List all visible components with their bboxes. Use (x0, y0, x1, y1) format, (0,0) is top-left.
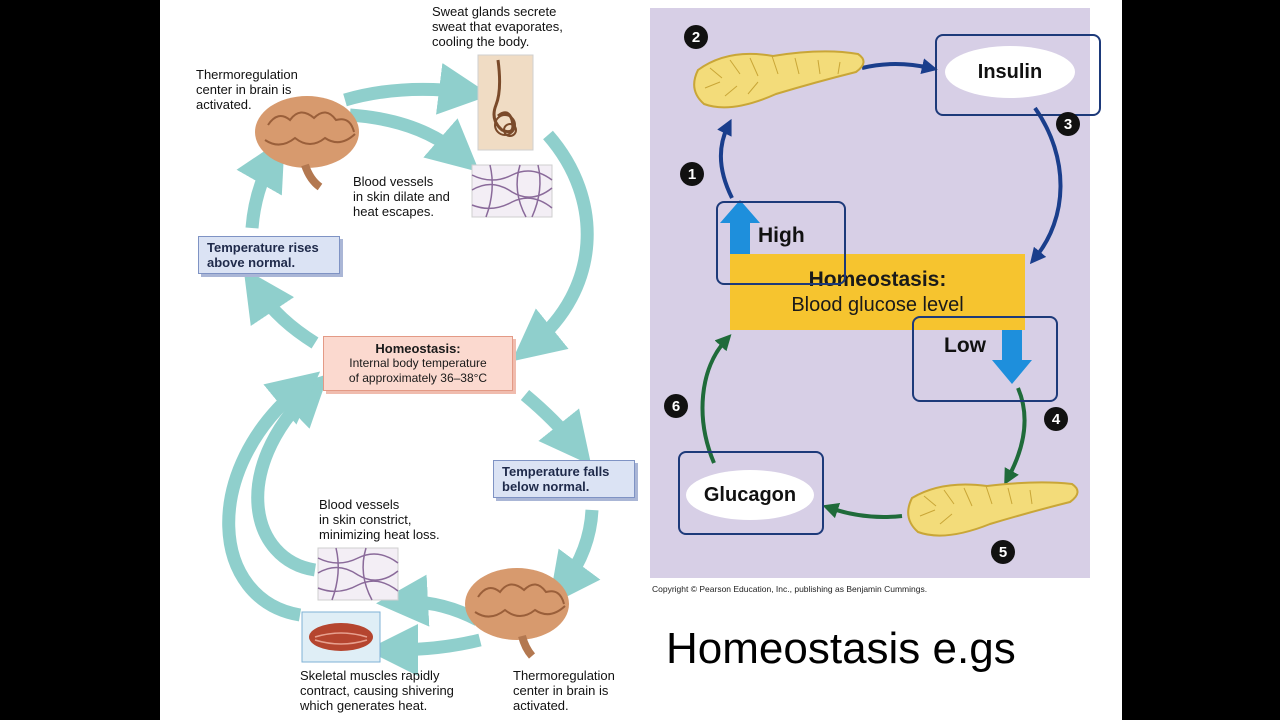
thermo-homeostasis-body: Internal body temperature of approximate… (348, 356, 488, 385)
slide: Sweat glands secrete sweat that evaporat… (160, 0, 1122, 720)
arrow-homeo-to-rises (243, 268, 319, 349)
muscle-image (301, 611, 381, 663)
glucose-panel: Homeostasis: Blood glucose level High Lo… (650, 8, 1101, 578)
step-3-badge: 3 (1056, 112, 1080, 136)
low-outline (912, 316, 1058, 402)
arrow-pancreas-to-glucagon (822, 503, 903, 519)
vessels-dilate-image (471, 164, 553, 218)
arrow-muscle-to-homeo (222, 371, 321, 622)
brain-top-label: Thermoregulation center in brain is acti… (196, 67, 298, 112)
high-outline (716, 201, 846, 285)
brain-top-image (255, 96, 359, 191)
thermo-homeostasis-box: Homeostasis: Internal body temperature o… (323, 336, 513, 391)
shivering-label: Skeletal muscles rapidly contract, causi… (300, 668, 454, 713)
thermo-homeostasis-title: Homeostasis: (375, 341, 461, 356)
sweat-gland-image (477, 54, 534, 151)
slide-caption: Homeostasis e.gs (666, 624, 1016, 673)
step-5-badge: 5 (991, 540, 1015, 564)
brain-bottom-label: Thermoregulation center in brain is acti… (513, 668, 615, 713)
high-label: High (758, 224, 805, 247)
arrow-glucagon-to-bar (700, 334, 732, 464)
arrow-right-down (511, 130, 594, 362)
arrow-low-to-pancreas (1004, 387, 1027, 486)
glucose-homeostasis-title: Homeostasis: (808, 268, 947, 291)
step-1-badge: 1 (680, 162, 704, 186)
temp-rises-box: Temperature rises above normal. (198, 236, 340, 274)
pancreas-bottom-image (907, 481, 1079, 537)
step-4-badge: 4 (1044, 407, 1068, 431)
copyright-notice: Copyright © Pearson Education, Inc., pub… (652, 584, 928, 594)
arrow-brain-to-sweat (343, 63, 491, 115)
step-6-badge: 6 (664, 394, 688, 418)
glucose-cycle-arrows (693, 50, 1079, 537)
insulin-outline (935, 34, 1101, 116)
arrow-brain-to-muscle (366, 623, 482, 676)
arrow-high-to-pancreas (717, 118, 734, 199)
pancreas-top-image (693, 50, 865, 109)
vessels-dilate-label: Blood vessels in skin dilate and heat es… (353, 174, 450, 219)
low-arrow-down (992, 326, 1032, 384)
low-label: Low (944, 334, 986, 357)
glucose-homeostasis-body: Blood glucose level (791, 294, 964, 316)
sweat-glands-label: Sweat glands secrete sweat that evaporat… (432, 4, 563, 49)
vessels-constrict-image (317, 547, 399, 601)
arrow-brain-to-vessels (349, 108, 480, 173)
high-arrow-up (720, 200, 760, 254)
glucagon-outline (678, 451, 824, 535)
glucagon-oval: Glucagon (686, 470, 814, 520)
arrow-rises-to-brain (236, 137, 285, 229)
arrow-insulin-to-bar (1029, 106, 1063, 265)
arrow-pancreas-to-insulin (861, 58, 938, 75)
brain-bottom-image (465, 568, 569, 659)
step-2-badge: 2 (684, 25, 708, 49)
arrow-falls-to-brain (548, 509, 601, 606)
insulin-oval: Insulin (945, 46, 1075, 98)
vessels-constrict-label: Blood vessels in skin constrict, minimiz… (319, 497, 440, 542)
arrow-homeo-to-falls (520, 390, 592, 466)
thermo-cycle-arrows (222, 54, 601, 676)
temp-falls-box: Temperature falls below normal. (493, 460, 635, 498)
